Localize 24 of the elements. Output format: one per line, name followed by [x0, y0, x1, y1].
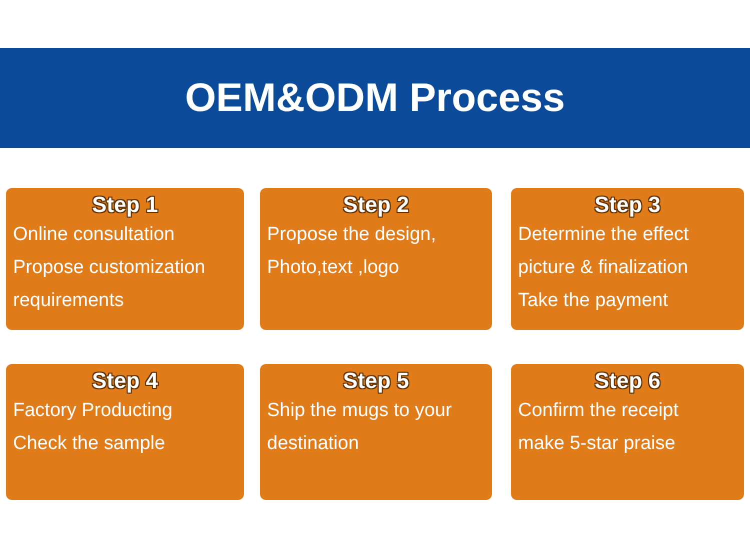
- step-description: Photo,text ,logo: [267, 256, 400, 280]
- step-heading: Step 3: [594, 192, 661, 218]
- step-card: [6, 188, 244, 330]
- step-card: [511, 364, 744, 500]
- step-description: Take the payment: [518, 289, 669, 313]
- step-heading: Step 1: [92, 192, 158, 218]
- step-description: Factory Producting: [13, 399, 174, 423]
- step-heading: Step 5: [342, 368, 410, 394]
- step-card: [260, 364, 492, 500]
- step-heading: Step 6: [594, 368, 661, 394]
- step-card: [260, 188, 492, 330]
- step-description: Ship the mugs to your destination: [267, 399, 453, 456]
- step-description: Online consultation: [13, 223, 176, 247]
- step-description: Check the sample: [13, 432, 166, 456]
- step-heading: Step 4: [92, 368, 158, 394]
- step-card: [6, 364, 244, 500]
- step-description: Confirm the receipt: [518, 399, 680, 423]
- step-card: [511, 188, 744, 330]
- step-description: Determine the effect picture & finalization: [518, 223, 690, 280]
- title: OEM&ODM Process: [184, 75, 566, 122]
- step-description: make 5-star praise: [518, 432, 676, 456]
- step-description: Propose the design,: [267, 223, 438, 247]
- step-heading: Step 2: [342, 192, 410, 218]
- step-description: Propose customization requirements: [13, 256, 206, 313]
